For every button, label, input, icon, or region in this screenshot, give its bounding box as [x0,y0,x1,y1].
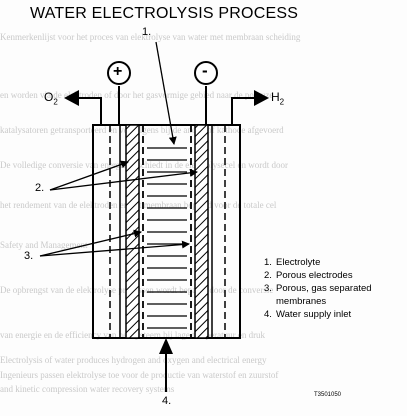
legend-text: Electrolyte [276,257,321,268]
reference-code: T3501050 [314,392,342,398]
hydrogen-outlet-arrow [254,90,269,106]
positive-terminal-symbol: + [113,63,123,80]
legend-item: 1. Electrolyte [264,256,372,269]
legend-number: 1. [264,257,272,268]
bleed-through-text: en worden via de elektroden of door het … [0,90,274,100]
callout-3-label: 3. [24,250,34,262]
bleed-through-text: katalysatoren getransporteerd en vervolg… [0,125,284,135]
legend: 1. Electrolyte 2. Porous electrodes 3. P… [264,256,372,321]
electrolyte-lines [147,147,187,329]
hydrogen-label: H2 [271,90,285,107]
legend-item: 2. Porous electrodes [264,269,372,282]
oxygen-outlet-arrow [64,90,79,106]
callout-1-label: 1. [142,26,152,38]
legend-number: 2. [264,270,272,281]
right-porous-electrode [194,124,209,339]
cell-housing [92,124,241,339]
callout-2-label: 2. [35,182,45,194]
callout-2-leader-right [49,168,198,191]
bleed-through-text: Safety and Management [0,240,88,250]
left-porous-electrode [125,124,140,339]
positive-terminal [107,61,131,85]
legend-number: 4. [264,309,272,320]
oxygen-label: O2 [44,90,58,107]
callout-4-label: 4. [162,395,172,407]
callout-1-leader [155,41,177,145]
legend-text: Water supply inlet [276,309,352,320]
negative-terminal [194,61,218,85]
legend-item: 3. Porous, gas separated membranes [264,282,372,308]
callout-3-leader-right [39,240,190,257]
callout-2-leader-left [49,160,129,191]
bleed-through-text: Kenmerkenlijst voor het proces van elekt… [0,32,301,42]
bleed-through-text: De volledige conversie van energie gesch… [0,160,288,170]
legend-item: 4. Water supply inlet [264,308,372,321]
diagram-title: WATER ELECTROLYSIS PROCESS [30,5,299,22]
bleed-through-text: and kinetic compression water recovery s… [0,384,175,394]
legend-number: 3. [264,283,272,294]
negative-terminal-symbol: - [202,61,208,80]
water-inlet-arrow [159,338,173,354]
bleed-through-text: Electrolysis of water produces hydrogen … [0,355,267,365]
legend-text: Porous, gas separated membranes [276,283,372,307]
legend-text: Porous electrodes [276,270,353,281]
hydrogen-outlet-pipe [231,97,256,125]
bleed-through-text: Ingenieurs passen elektrolyse toe voor d… [0,370,279,380]
oxygen-outlet-pipe [77,97,102,125]
callout-3-leader-left [39,229,142,257]
